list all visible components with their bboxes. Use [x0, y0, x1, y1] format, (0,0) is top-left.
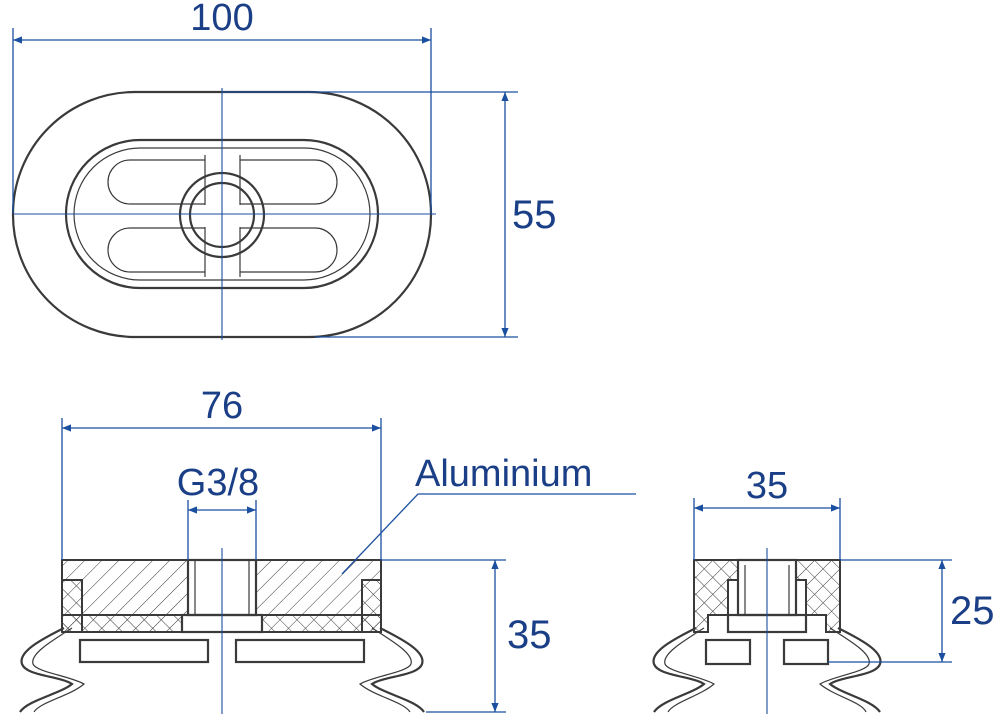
dimension-label-55: 55	[512, 193, 557, 237]
dimension-label-76: 76	[201, 385, 243, 427]
small-bellows-right	[828, 627, 882, 713]
small-rubber-right	[795, 559, 841, 633]
dimension-25: 25	[828, 559, 995, 663]
rubber-bottom-right	[261, 614, 382, 633]
section-view	[19, 548, 425, 714]
bellows-right	[370, 627, 425, 713]
top-view	[11, 88, 436, 340]
dimension-label-100: 100	[190, 0, 253, 39]
small-block-right	[782, 638, 830, 666]
material-label: Aluminium	[415, 453, 592, 495]
small-section-view	[652, 548, 882, 714]
dimension-label-25: 25	[950, 589, 995, 633]
dimension-label-35-height: 35	[507, 613, 552, 657]
material-callout: Aluminium	[341, 453, 636, 575]
slot-top-right	[240, 159, 338, 205]
dimension-55: 55	[222, 91, 557, 338]
dimension-label-thread: G3/8	[177, 462, 259, 504]
bellows-left	[19, 627, 74, 713]
dimension-35-height: 35	[381, 559, 552, 713]
slot-bottom-left	[107, 227, 205, 273]
small-rubber-left	[693, 559, 739, 633]
bellows-left-inner	[32, 627, 86, 713]
dimension-thread: G3/8	[177, 462, 259, 560]
dimension-76: 76	[61, 385, 382, 560]
dimension-100: 100	[12, 0, 432, 213]
small-block-left	[704, 638, 752, 666]
slot-bottom-right	[240, 227, 338, 273]
support-block-left	[78, 638, 210, 664]
slot-top-left	[107, 159, 205, 205]
dimension-label-35-width: 35	[746, 465, 788, 507]
support-block-right	[234, 638, 366, 664]
dimension-35-width: 35	[693, 465, 841, 560]
rubber-bottom-left	[61, 614, 183, 633]
small-bellows-left	[652, 627, 706, 713]
bellows-right-inner	[358, 627, 412, 713]
small-bellows-right-inner	[818, 627, 870, 713]
small-bellows-left-inner	[664, 627, 716, 713]
